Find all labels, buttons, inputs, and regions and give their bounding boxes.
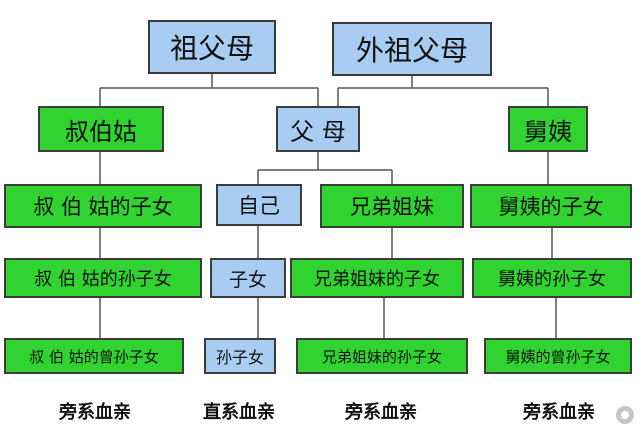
node-parents: 父 母 (276, 106, 360, 152)
caption-collateral-center: 旁系血亲 (345, 402, 417, 423)
node-maternal-cousins: 舅姨的子女 (470, 184, 632, 228)
node-grandchildren: 孙子女 (204, 338, 276, 374)
node-siblings: 兄弟姐妹 (320, 184, 464, 228)
node-grandparents: 祖父母 (148, 20, 276, 74)
node-uncles-aunts-maternal: 舅姨 (508, 106, 588, 152)
node-paternal-great-grandchildren: 叔 伯 姑的曾孙子女 (4, 338, 184, 374)
watermark (616, 406, 634, 424)
caption-direct: 直系血亲 (203, 402, 275, 423)
node-uncles-aunts-paternal: 叔伯姑 (38, 106, 164, 152)
camera-circle-icon (616, 406, 634, 424)
node-maternal-grandparents: 外祖父母 (332, 22, 492, 76)
node-paternal-cousins: 叔 伯 姑的子女 (4, 184, 202, 228)
node-siblings-children: 兄弟姐妹的子女 (290, 258, 464, 298)
caption-collateral-right: 旁系血亲 (523, 402, 595, 423)
node-self: 自己 (216, 184, 302, 226)
caption-collateral-left: 旁系血亲 (59, 402, 131, 423)
node-siblings-grandchildren: 兄弟姐妹的孙子女 (296, 338, 468, 374)
node-maternal-great-grandchildren: 舅姨的曾孙子女 (484, 338, 632, 374)
node-maternal-cousins-children: 舅姨的孙子女 (472, 258, 632, 298)
node-paternal-cousins-children: 叔 伯 姑的孙子女 (4, 258, 202, 298)
node-children: 子女 (210, 258, 286, 298)
